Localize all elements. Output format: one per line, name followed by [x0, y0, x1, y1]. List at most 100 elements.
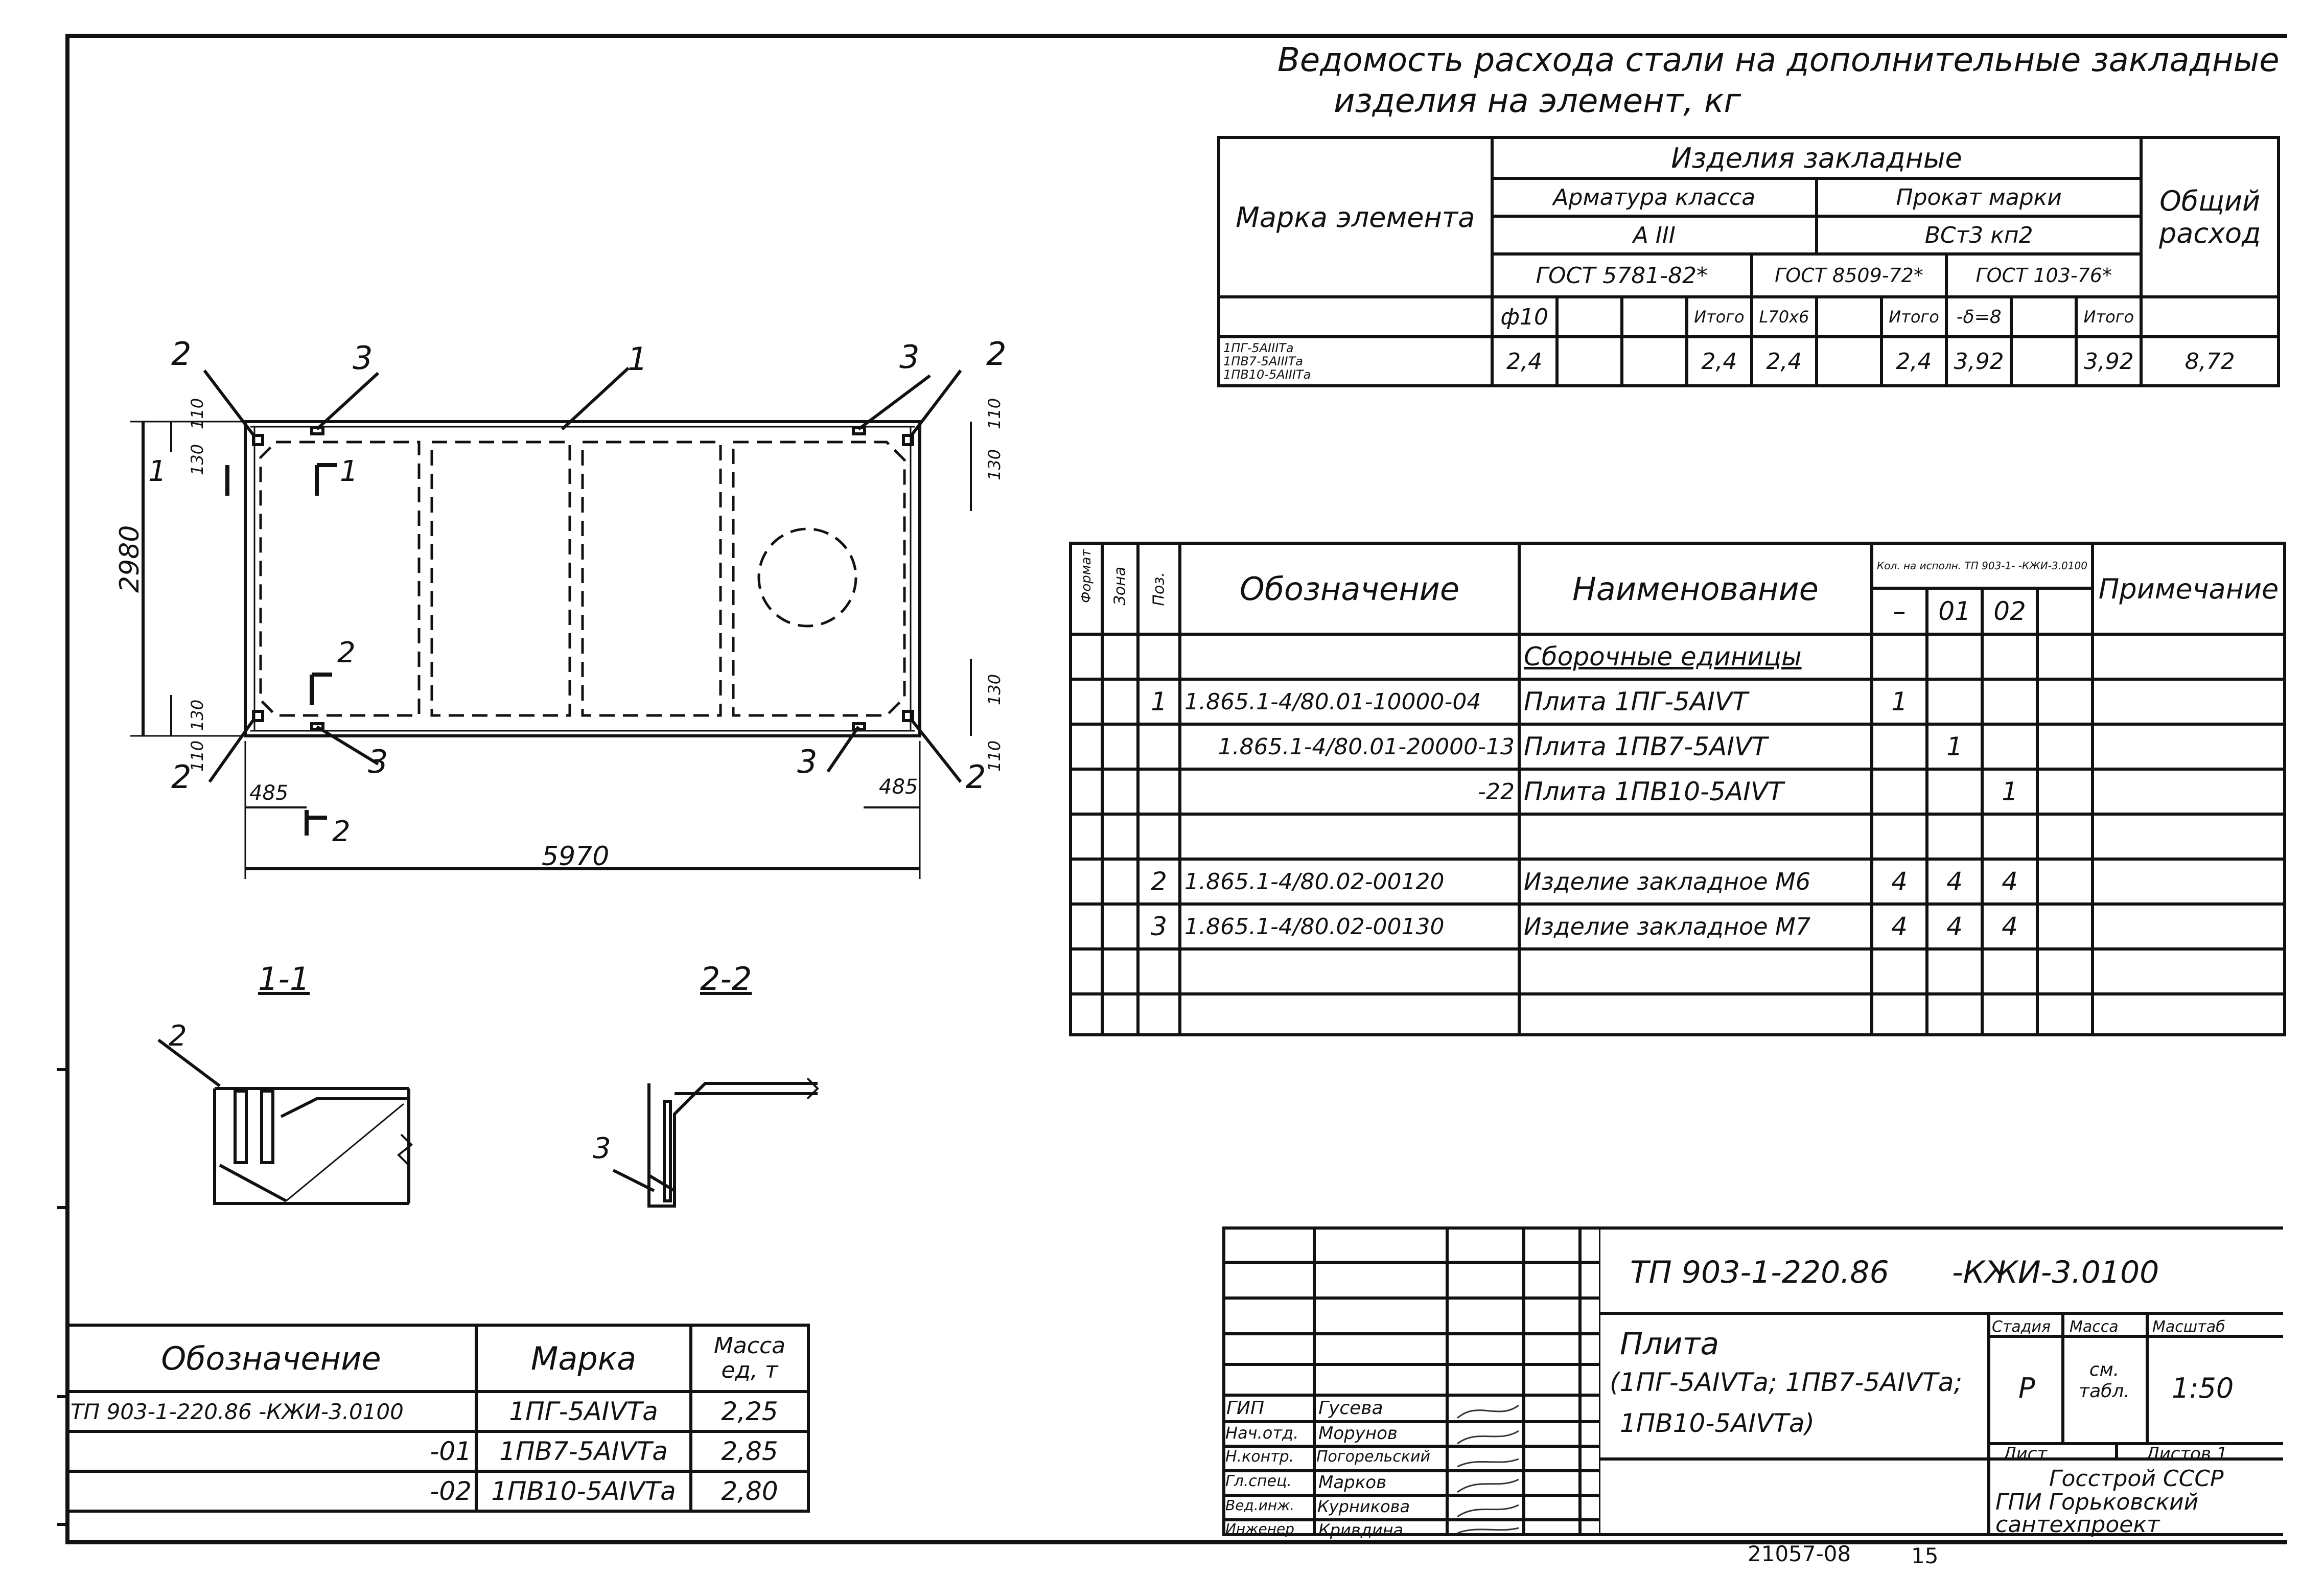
mass-header: Масса [2070, 1318, 2119, 1336]
signature-grid [1222, 1226, 1600, 1536]
dim-130-bottom-right: 130 [985, 674, 1004, 705]
frame-tick [57, 1068, 67, 1071]
role-name: Гусева [1318, 1398, 1383, 1419]
header-prokat: Прокат марки [1815, 177, 2143, 218]
sub-blank [1555, 295, 1623, 338]
specification-table: Формат Зона Поз. Обозначение Наименовани… [1069, 542, 2286, 1036]
value-cell: 3,92 [2075, 335, 2143, 387]
slab-outline [244, 420, 921, 737]
role-name: Морунов [1318, 1423, 1398, 1444]
table-row: -02 1ПВ10-5АIVТа 2,80 [67, 1470, 810, 1513]
spec-header-col-dash: – [1870, 587, 1928, 636]
sheet-label: Лист [2003, 1444, 2048, 1464]
table-row: Сборочные единицы [1069, 633, 2286, 681]
embed-part [310, 722, 324, 731]
embed-part [252, 710, 264, 722]
table-row: -22 Плита 1ПВ10-5АIVТ 1 [1069, 768, 2286, 816]
value-cell [1555, 335, 1623, 387]
sub-empty [1217, 295, 1494, 338]
spec-header-note: Примечание [2091, 542, 2286, 636]
embed-part [902, 710, 914, 722]
embed-part [852, 722, 866, 731]
dim-110-bottom-right: 110 [985, 740, 1004, 772]
header-izdeliya: Изделия закладные [1490, 136, 2143, 180]
spec-header-col-blank [2036, 587, 2094, 636]
embed-part [252, 434, 264, 446]
value-cell: 2,4 [1490, 335, 1559, 387]
opening-circle [757, 527, 857, 628]
value-cell [2010, 335, 2078, 387]
table-row: ТП 903-1-220.86 -КЖИ-3.0100 1ПГ-5АIVТа 2… [67, 1390, 810, 1433]
section-pos-3: 3 [593, 1132, 611, 1165]
sub-itogo-1: Итого [1685, 295, 1753, 338]
dim-width: 5970 [542, 841, 610, 872]
value-cell-total: 8,72 [2140, 335, 2280, 387]
spec-header-naimenovanie: Наименование [1518, 542, 1873, 636]
header-armatura: Арматура класса [1490, 177, 1818, 218]
row-marks: 1ПГ-5АIIIТа 1ПВ7-5АIIIТа 1ПВ10-5АIIIТа [1217, 335, 1494, 387]
frame-tick [57, 1523, 67, 1526]
section-2-2-drawing [612, 1077, 819, 1208]
dim-110-bottom-left: 110 [188, 740, 207, 772]
spec-header-format: Формат [1069, 542, 1104, 636]
dim-130-top-right: 130 [985, 449, 1004, 480]
drawing-name-2: (1ПГ-5АIVТа; 1ПВ7-5АIVТа; [1610, 1368, 1963, 1397]
sub-empty [2140, 295, 2280, 338]
value-cell: 3,92 [1945, 335, 2013, 387]
mass-header-marka: Марка [475, 1324, 692, 1393]
header-gost-8509: ГОСТ 8509-72* [1750, 252, 1948, 298]
table-row: 3 1.865.1-4/80.02-00130 Изделие закладно… [1069, 902, 2286, 951]
dim-110-top-right: 110 [985, 398, 1004, 429]
sub-delta: -δ=8 [1945, 295, 2013, 338]
role-label: Н.контр. [1225, 1448, 1294, 1466]
role-name: Кривдина [1318, 1520, 1404, 1540]
row-mark: 1ПГ-5АIIIТа [1223, 341, 1294, 355]
panel-3 [581, 441, 722, 717]
role-label: ГИП [1226, 1398, 1265, 1419]
table-row: -01 1ПВ7-5АIVТа 2,85 [67, 1430, 810, 1473]
steel-consumption-table: Марка элемента Изделия закладные Общий р… [1217, 136, 2280, 387]
table-row: 1.865.1-4/80.01-20000-13 Плита 1ПВ7-5АIV… [1069, 723, 2286, 771]
org-line-2: ГПИ Горьковский [1995, 1489, 2199, 1515]
pos-label-1: 1 [628, 340, 648, 378]
scale-value: 1:50 [2172, 1372, 2234, 1404]
spec-header-qty: Кол. на исполн. ТП 903-1- -КЖИ-3.0100 [1870, 542, 2094, 590]
drawing-name-3: 1ПВ10-5АIVТа) [1620, 1408, 1815, 1438]
header-total: Общий расход [2140, 136, 2280, 298]
drawing-code-suffix: -КЖИ-3.0100 [1952, 1255, 2159, 1290]
table-row [1069, 992, 2286, 1036]
dim-height: 2980 [114, 525, 145, 593]
pos-label-2: 2 [171, 758, 192, 796]
section-mark-1: 1 [148, 455, 167, 488]
pos-label-2: 2 [986, 335, 1007, 373]
table-row: 2 1.865.1-4/80.02-00120 Изделие закладно… [1069, 858, 2286, 906]
steel-table-title: Ведомость расхода стали на дополнительны… [1277, 41, 2280, 79]
header-armatura-class: А III [1490, 215, 1818, 256]
frame-border [65, 34, 2287, 1544]
panel-2 [430, 441, 571, 717]
section-mark-2: 2 [332, 815, 351, 848]
role-label: Вед.инж. [1225, 1497, 1295, 1514]
dim-485-left: 485 [249, 781, 289, 805]
header-marka: Марка элемента [1217, 136, 1494, 298]
section-mark-2: 2 [337, 636, 356, 669]
spec-header-col-01: 01 [1925, 587, 1984, 636]
value-cell: 2,4 [1880, 335, 1948, 387]
frame-tick [57, 1395, 67, 1398]
pos-label-3: 3 [899, 338, 920, 376]
value-cell [1815, 335, 1884, 387]
dim-130-bottom-left: 130 [188, 699, 207, 731]
spec-header-zone: Зона [1101, 542, 1140, 636]
value-cell: 2,4 [1750, 335, 1818, 387]
header-prokat-marka: ВСт3 кп2 [1815, 215, 2143, 256]
sub-blank [1815, 295, 1884, 338]
dim-110-top-left: 110 [188, 398, 207, 429]
org-line-3: сантехпроект [1995, 1512, 2160, 1538]
title-block-grid [1600, 1312, 2283, 1536]
stage-value: Р [2018, 1372, 2035, 1404]
spec-header-col-02: 02 [1981, 587, 2039, 636]
section-title-1-1: 1-1 [258, 960, 310, 998]
pos-label-2: 2 [171, 335, 192, 373]
table-row [1069, 947, 2286, 995]
